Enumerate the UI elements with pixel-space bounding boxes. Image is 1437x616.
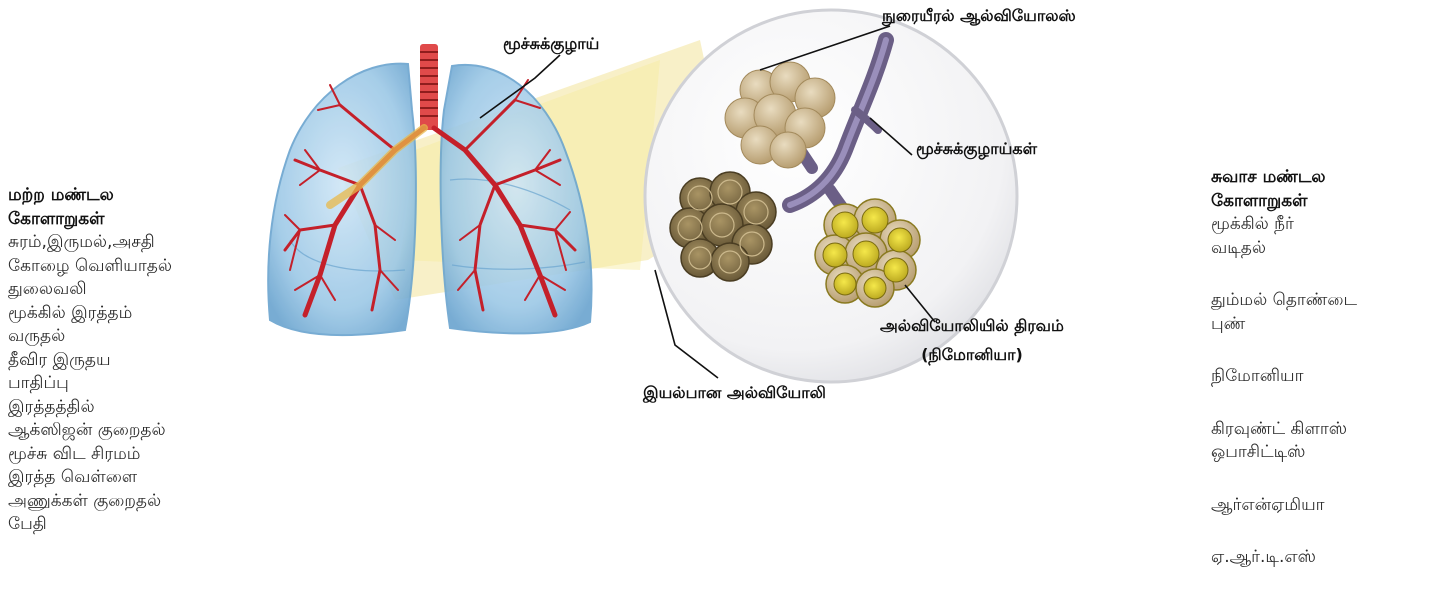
respiratory-disorders-panel: சுவாச மண்டல கோளாறுகள் மூக்கில் நீர் வடித…: [1211, 166, 1431, 599]
right-panel-item-line: வடிதல்: [1211, 237, 1431, 261]
other-system-disorders-panel: மற்ற மண்டல கோளாறுகள் சுரம்,இருமல்,அசதி க…: [8, 184, 248, 537]
normal-alveoli-label: இயல்பான அல்வியோலி: [643, 383, 826, 403]
left-panel-item: அணுக்கள் குறைதல்: [8, 490, 248, 514]
right-panel-item: ஏ.ஆர்.டி.எஸ்: [1211, 546, 1431, 570]
trachea: [420, 44, 438, 130]
right-panel-heading-line1: சுவாச மண்டல: [1211, 166, 1431, 190]
left-panel-item: வருதல்: [8, 325, 248, 349]
right-panel-item-line: கிரவுண்ட் கிளாஸ்: [1211, 418, 1431, 442]
left-panel-item: தீவிர இருதய: [8, 349, 248, 373]
bronchus-label: மூச்சுக்குழாய்: [503, 34, 599, 54]
right-panel-item-line: ஒபாசிட்டிஸ்: [1211, 441, 1431, 465]
right-panel-item-line: ஏ.ஆர்.டி.எஸ்: [1211, 546, 1431, 570]
left-panel-item: பாதிப்பு: [8, 372, 248, 396]
left-panel-item: இரத்தத்தில்: [8, 396, 248, 420]
right-panel-item: மூக்கில் நீர் வடிதல்: [1211, 213, 1431, 260]
right-panel-item-line: புண்: [1211, 313, 1431, 337]
left-panel-item: சுரம்,இருமல்,அசதி: [8, 231, 248, 255]
bronchioles-label: மூச்சுக்குழாய்கள்: [916, 139, 1037, 159]
right-panel-item-line: மூக்கில் நீர்: [1211, 213, 1431, 237]
left-panel-heading-line1: மற்ற மண்டல: [8, 184, 248, 208]
left-panel-item: மூச்சு விட சிரமம்: [8, 443, 248, 467]
right-panel-item: தும்மல் தொண்டை புண்: [1211, 289, 1431, 336]
right-panel-item-line: ஆர்என்ஏமியா: [1211, 494, 1431, 518]
left-panel-item: இரத்த வெள்ளை: [8, 466, 248, 490]
healthy-alveoli-label: நுரையீரல் ஆல்வியோலஸ்: [882, 6, 1076, 26]
right-panel-item-line: நிமோனியா: [1211, 365, 1431, 389]
right-panel-item: நிமோனியா: [1211, 365, 1431, 389]
fluid-alveoli-label: அல்வியோலியில் திரவம் (நிமோனியா): [880, 316, 1064, 365]
fluid-alveoli-label-line1: அல்வியோலியில் திரவம்: [880, 316, 1064, 336]
left-panel-item: துலைவலி: [8, 278, 248, 302]
right-panel-item-line: தும்மல் தொண்டை: [1211, 289, 1431, 313]
left-panel-item: ஆக்ஸிஜன் குறைதல்: [8, 419, 248, 443]
left-panel-heading-line2: கோளாறுகள்: [8, 208, 248, 232]
left-panel-item: கோழை வெளியாதல்: [8, 255, 248, 279]
right-panel-item: ஆர்என்ஏமியா: [1211, 494, 1431, 518]
fluid-alveoli-label-line2: (நிமோனியா): [880, 345, 1064, 365]
left-panel-item: மூக்கில் இரத்தம்: [8, 302, 248, 326]
left-panel-item: பேதி: [8, 513, 248, 537]
right-panel-heading-line2: கோளாறுகள்: [1211, 190, 1431, 214]
right-panel-item: கிரவுண்ட் கிளாஸ் ஒபாசிட்டிஸ்: [1211, 418, 1431, 465]
